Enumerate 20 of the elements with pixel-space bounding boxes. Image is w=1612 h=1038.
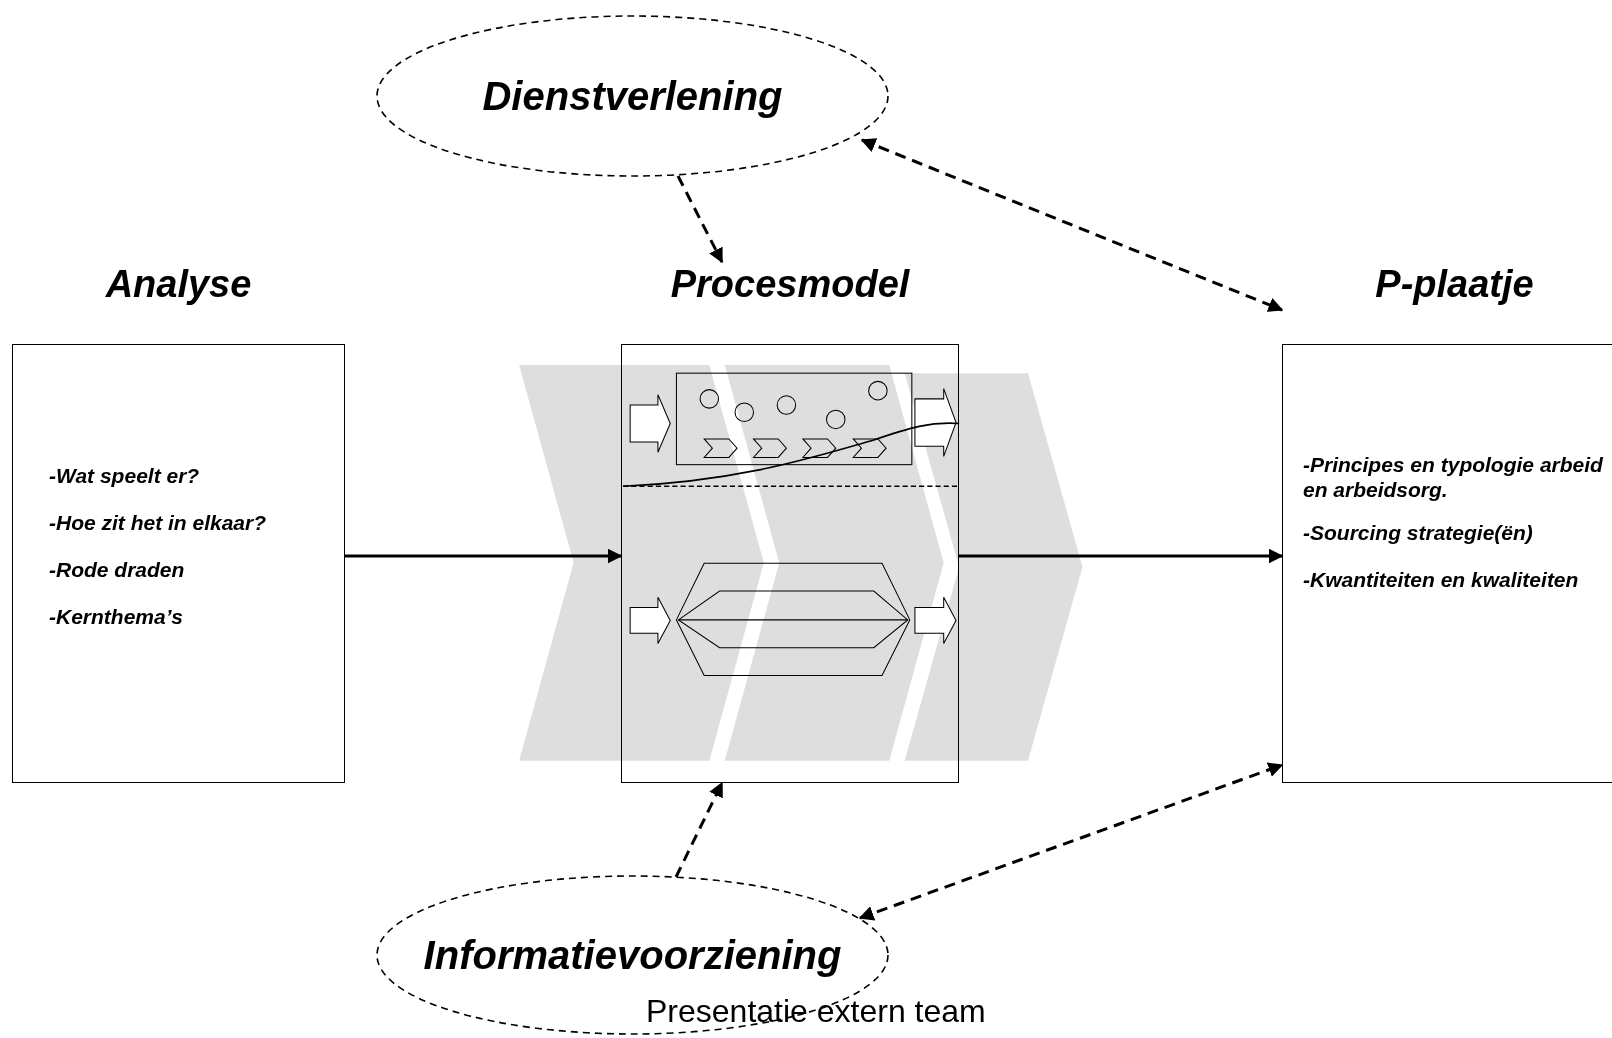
bullet-text: -Kwantiteiten en kwaliteiten xyxy=(1303,567,1580,592)
dashed-ellipse xyxy=(375,14,890,178)
bullet-text: -Wat speelt er? xyxy=(49,463,201,488)
ellipse-label: Dienstverlening xyxy=(482,73,783,119)
arrow xyxy=(858,762,1284,921)
bullet-text: -Sourcing strategie(ën) xyxy=(1303,520,1534,545)
column-heading: Analyse xyxy=(105,263,252,305)
arrow xyxy=(674,781,724,878)
bullet-text: -Rode draden xyxy=(49,557,186,582)
arrow xyxy=(345,548,623,564)
footer-text: Presentatie extern team xyxy=(646,993,986,1030)
bullet-text: -Hoe zit het in elkaar? xyxy=(49,510,268,535)
column-heading: P-plaatje xyxy=(1375,263,1534,305)
column-heading: Procesmodel xyxy=(670,263,910,305)
bullet-text: -Kernthema’s xyxy=(49,604,184,629)
arrow xyxy=(959,548,1284,564)
arrow xyxy=(676,175,724,264)
bullet-text: -Principes en typologie arbeid en arbeidsorg. xyxy=(1303,452,1603,502)
arrow xyxy=(860,138,1284,312)
ellipse-label: Informatievoorziening xyxy=(423,932,842,978)
